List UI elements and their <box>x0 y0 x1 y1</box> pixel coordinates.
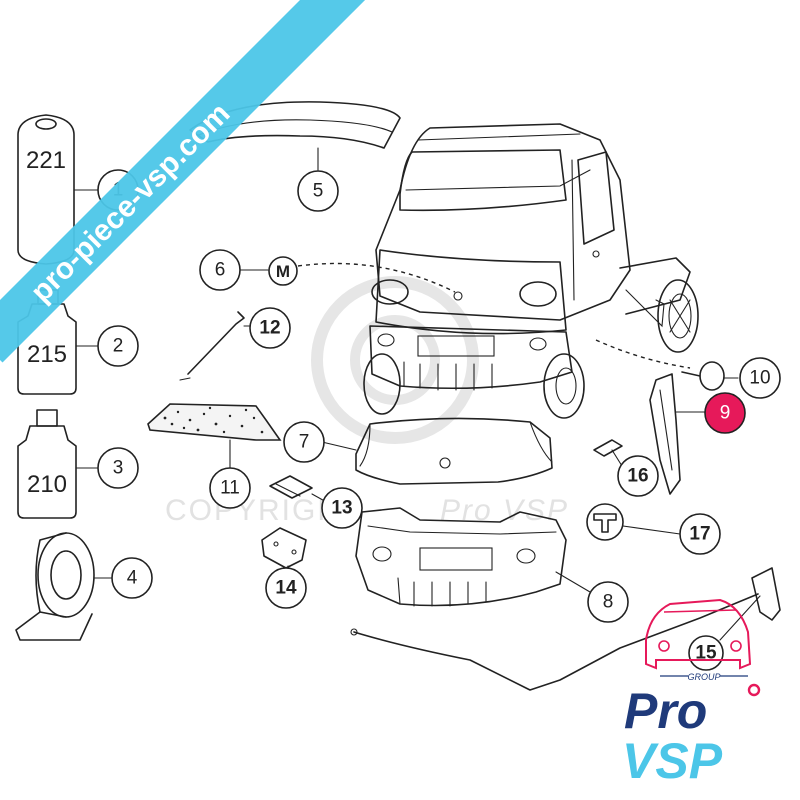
callout-10: 10 <box>739 357 781 399</box>
part-screw-10 <box>681 361 739 391</box>
svg-text:6: 6 <box>215 260 226 281</box>
callout-13: 13 <box>321 487 363 529</box>
callout-17: 17 <box>679 513 721 555</box>
svg-text:9: 9 <box>720 403 731 424</box>
callout-9: 9 <box>704 392 746 434</box>
svg-text:3: 3 <box>113 458 124 479</box>
callout-12: 12 <box>249 307 291 349</box>
callout-5: 5 <box>297 170 339 212</box>
logo-group-text: GROUP <box>687 672 720 682</box>
callout-14: 14 <box>265 567 307 609</box>
part-front-bumper <box>355 507 591 607</box>
svg-text:11: 11 <box>220 478 240 499</box>
svg-text:8: 8 <box>603 592 614 613</box>
copyright-brand: Pro VSP <box>440 494 569 527</box>
svg-text:5: 5 <box>313 181 324 202</box>
part-bonnet <box>321 417 553 485</box>
part-can-221: 221 <box>17 114 99 265</box>
svg-text:16: 16 <box>627 466 648 487</box>
part-cable-15 <box>350 567 781 691</box>
svg-text:7: 7 <box>299 432 310 453</box>
logo-pro-text: Pro <box>624 683 707 739</box>
part-bottle-210: 210 <box>17 409 99 519</box>
svg-text:13: 13 <box>331 498 352 519</box>
callout-6: 6 <box>199 249 241 291</box>
svg-text:4: 4 <box>127 568 138 589</box>
svg-text:10: 10 <box>749 368 770 389</box>
part-rod <box>179 311 251 381</box>
can-label-221: 221 <box>26 147 66 174</box>
part-tab-16 <box>593 439 623 467</box>
bottle-label-215: 215 <box>27 341 67 368</box>
part-bottle-215: 215 <box>17 289 99 395</box>
part-clip-17 <box>586 503 681 541</box>
part-pillar-trim <box>649 373 707 495</box>
vehicle-illustration <box>363 123 699 419</box>
callout-4: 4 <box>111 557 153 599</box>
callout-8: 8 <box>587 581 629 623</box>
part-bracket-14 <box>261 527 307 575</box>
callout-16: 16 <box>617 455 659 497</box>
part-insulation-mat <box>147 403 282 471</box>
logo-vsp-text: VSP <box>622 733 723 789</box>
svg-text:14: 14 <box>275 578 297 599</box>
svg-text:M: M <box>276 262 290 281</box>
svg-text:12: 12 <box>259 318 280 339</box>
callout-2: 2 <box>97 325 139 367</box>
callout-3: 3 <box>97 447 139 489</box>
callout-11: 11 <box>209 467 251 509</box>
pro-vsp-logo: GROUP Pro VSP <box>622 598 761 789</box>
bottle-label-210: 210 <box>27 471 67 498</box>
callout-15: 15 <box>688 635 724 671</box>
svg-text:2: 2 <box>113 336 124 357</box>
svg-text:17: 17 <box>689 524 710 545</box>
svg-text:15: 15 <box>695 643 717 664</box>
callout-7: 7 <box>283 421 325 463</box>
part-tape-roll <box>15 532 113 641</box>
